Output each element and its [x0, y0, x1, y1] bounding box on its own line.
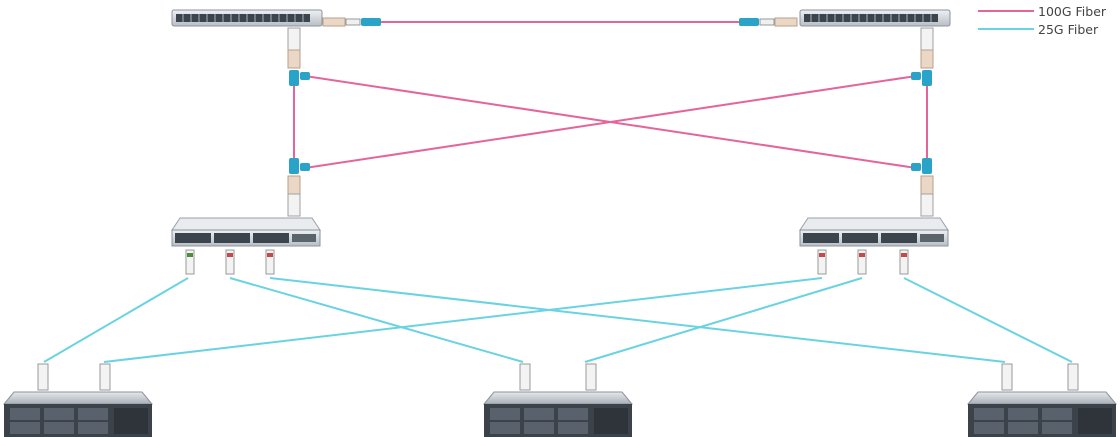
legend-item-100g: 100G Fiber [978, 2, 1118, 20]
fiber-25g-link [269, 277, 1006, 363]
transceiver-spine-left-horizontal [322, 17, 381, 27]
legend-item-25g: 25G Fiber [978, 20, 1118, 38]
fiber-links-100g [293, 21, 928, 169]
transceivers-leaf-right-25g [817, 249, 909, 275]
fiber-25g-link [903, 277, 1073, 363]
leaf-switch-right [799, 217, 949, 247]
legend-swatch-25g [978, 28, 1034, 30]
transceiver-stack-spine-right [911, 27, 934, 86]
transceivers-servers-25g [37, 363, 1079, 391]
fiber-25g-link [103, 277, 823, 363]
fiber-25g-link [43, 277, 189, 363]
server-middle [482, 391, 634, 437]
server-right [966, 391, 1118, 437]
legend-swatch-100g [978, 10, 1034, 12]
spine-switch-left [171, 9, 323, 27]
transceiver-stack-spine-left [287, 27, 310, 86]
transceiver-stack-leaf-right [911, 158, 934, 217]
legend: 100G Fiber 25G Fiber [978, 2, 1118, 38]
fiber-25g-link [229, 277, 524, 363]
spine-switch-right [799, 9, 951, 27]
fiber-links-25g [43, 277, 1073, 363]
legend-label-100g: 100G Fiber [1038, 3, 1107, 19]
fiber-25g-link [584, 277, 863, 363]
server-left [2, 391, 154, 437]
transceivers-leaf-left-25g [185, 249, 275, 275]
transceiver-spine-right-horizontal [739, 17, 798, 27]
transceiver-stack-leaf-left [287, 158, 310, 217]
fiber-100g-cross-b [304, 75, 917, 169]
leaf-switch-left [171, 217, 321, 247]
legend-label-25g: 25G Fiber [1038, 21, 1099, 37]
